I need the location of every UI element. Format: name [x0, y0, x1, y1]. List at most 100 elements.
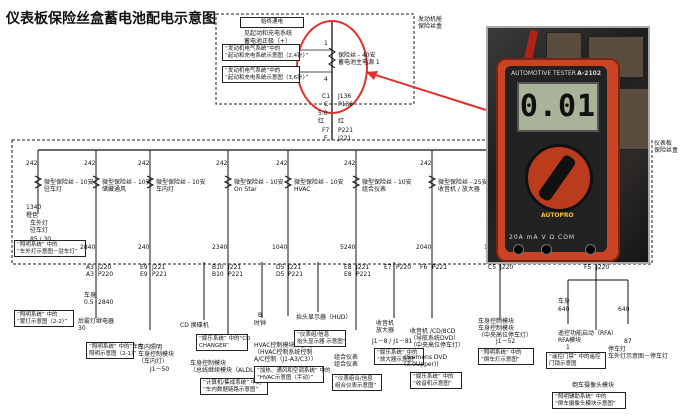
fuse-4-label: 微型保险丝 - 10安 On Star	[234, 179, 284, 193]
fog-num: 2840	[98, 299, 114, 306]
radio2-label: 收音机 /CD/8CD （导航系统DVD） （中央高位停车灯）	[410, 328, 465, 349]
conn-j221-b: J221	[152, 264, 166, 271]
row-num-1: 2840	[80, 244, 96, 251]
meter-brand: AUTOMOTIVE TESTER	[511, 70, 576, 77]
conn-p221: P221	[338, 127, 354, 134]
fuse-1-num: 242	[26, 160, 38, 167]
pin-4: 4	[324, 76, 328, 83]
conn-j220-h: J220	[500, 264, 514, 271]
battery-positive-label: 蓄电池正极（+）	[244, 38, 292, 45]
always-hot-box: 始终通电	[240, 17, 304, 28]
jack-20a-icon	[513, 244, 524, 255]
parking-pins: 85 / 30	[30, 236, 51, 243]
pin-1: 1	[324, 40, 328, 47]
wire-5-0: 5.0	[318, 110, 328, 117]
cluster-box: “仪表组合/信息 组合仪表示意图”	[332, 374, 382, 391]
meter-brand-2: AUTOPRO	[541, 212, 574, 219]
conn-p220-f: P220	[396, 264, 412, 271]
pin-a3-a: A3	[86, 264, 94, 271]
parking-color: 橙色	[26, 212, 39, 219]
pin-d5-a: D5	[276, 264, 285, 271]
row-num-5: 5240	[340, 244, 356, 251]
parking-box: “照明系统” 中的 “车外灯示意图－驻车灯”	[14, 240, 86, 257]
rear-bcm-pins: J1－52	[496, 338, 516, 345]
fuse-5-label: 微型保险丝 - 10安 HVAC	[294, 179, 344, 193]
jack-com-icon	[585, 244, 596, 255]
fuse-3-num: 242	[138, 160, 150, 167]
bcm-pins: J1－50	[150, 366, 170, 373]
conn-p220-a: P220	[98, 271, 114, 278]
branch-wires	[37, 198, 629, 334]
dvd-box: “娱乐系统” 中的 “收音机示意图”	[410, 372, 462, 389]
pin-e8-b: E8	[344, 271, 352, 278]
wire-color-red-right: 红	[338, 118, 345, 125]
pin-c1: C1	[322, 93, 331, 100]
conn-p221-b: P221	[152, 271, 168, 278]
fuse-2-label: 微型保险丝 - 10安 储藏通风	[102, 179, 152, 193]
starter-box-2: “发动机电气系统”中的 “起动和充电系统示意图（3,6针）”	[222, 66, 308, 83]
bcm-label: 车内照明 车身控制模块 （车内灯）	[138, 344, 175, 365]
rke-label: 遥控功能启动（RFA） RFA模块	[558, 330, 618, 344]
conn-j136: J136	[338, 93, 352, 100]
conn-j220-a: J220	[98, 264, 112, 271]
timer-label: 时钟	[254, 320, 267, 327]
conn-j221-d: J221	[288, 264, 302, 271]
pin-c5: C5	[488, 264, 497, 271]
onstar-box: “计算机/集成系统” 中的 “车内数据链路示意图”	[200, 378, 268, 395]
pin-e7: E7	[384, 264, 392, 271]
wire-color-right: 车身	[558, 298, 571, 305]
hud-label: 抬头显示器（HUD）	[296, 314, 352, 321]
bcm-box: “照明系统” 中的“车内 照明示意图（2-1）”	[86, 342, 143, 359]
fog-relay-label: 后雾灯继电器 30	[78, 318, 115, 332]
rke-pin: 1	[566, 344, 570, 351]
dvd-label: (Siemens DVD (3.0Upper))	[404, 354, 448, 368]
hud-box: “仪表组/信息 抬头显示器 示意图”	[294, 330, 346, 347]
row-num-6: 2040	[416, 244, 432, 251]
rear-bcm-label: 车身控制模块 车身控制模块 （中央高位停车灯）	[478, 318, 533, 339]
camera-box: “照明辅助系统” 中的 “倒车摄像头模块示意图”	[552, 392, 626, 409]
conn-p136: P136	[338, 101, 354, 108]
meter-jack-labels: 20A mA V Ω COM	[509, 234, 576, 241]
pointer-arrowhead	[366, 71, 378, 80]
conn-j221: J221	[338, 135, 352, 142]
conn-j221-e: J221	[356, 264, 370, 271]
conn-j220-i: J220	[596, 264, 610, 271]
pin-f6: F6	[420, 264, 428, 271]
pin-e9-b: E9	[140, 271, 148, 278]
highlight-ellipse	[296, 20, 368, 114]
supply-sub: 见起动和充电系统	[244, 30, 293, 37]
fog-box: “照明系统” 中的 “雾灯示意图（2-2）”	[14, 310, 74, 327]
row-num-4: 1040	[272, 244, 288, 251]
wire-color-red: 红	[318, 118, 325, 125]
engine-fuse-box-label: 发动机舱 保险丝盒	[418, 16, 443, 30]
cluster-label: 组合仪表 组合仪表	[334, 354, 359, 368]
fuse-7-num: 242	[420, 160, 432, 167]
conn-p221-g: P221	[432, 264, 448, 271]
conn-p221-c: P221	[228, 271, 244, 278]
radio-label: 收音机 放大器	[376, 320, 395, 334]
dash-fuse-box-label: 仪表板 保险丝盒	[654, 140, 679, 154]
conn-j221-c: J221	[228, 264, 242, 271]
fuse-2-num: 242	[84, 160, 96, 167]
parking-label: 车外灯 驻车灯	[30, 220, 49, 234]
pin-f: F	[324, 135, 328, 142]
cd-label: CD 换碟机	[180, 322, 209, 329]
multimeter-photo: AUTOMOTIVE TESTER A-2102 0.01 AUTOPRO 20…	[486, 26, 650, 264]
jack-v-icon	[541, 244, 552, 255]
camera-label: 倒车摄像头模块	[572, 382, 615, 389]
fuse-7-label: 微型保险丝 - 25安 收音机 / 放大器	[438, 179, 488, 193]
fuse-1-label: 微型保险丝 - 10安 驻车灯	[44, 179, 94, 193]
fuse-drops	[33, 150, 597, 262]
meter-knob-icon	[536, 153, 578, 203]
fog-wire-color: 车身	[84, 292, 97, 299]
row-num-2: 240	[138, 244, 150, 251]
starter-box-1: “发动机电气系统”中的 “起动和充电系统示意图（2,4针）”	[222, 44, 308, 61]
hvac-box: “加热、通风和空调系统” 中的 “HVAC示意图（手动）”	[254, 366, 330, 383]
fuse-3-label: 微型保险丝 - 10安 车内灯	[156, 179, 206, 193]
pin-d5-b: D5	[276, 271, 285, 278]
pin-f5: F5	[584, 264, 592, 271]
pin-e8-a: E8	[344, 264, 352, 271]
fuse-4-num: 242	[216, 160, 228, 167]
timer-pin: B	[258, 312, 263, 319]
